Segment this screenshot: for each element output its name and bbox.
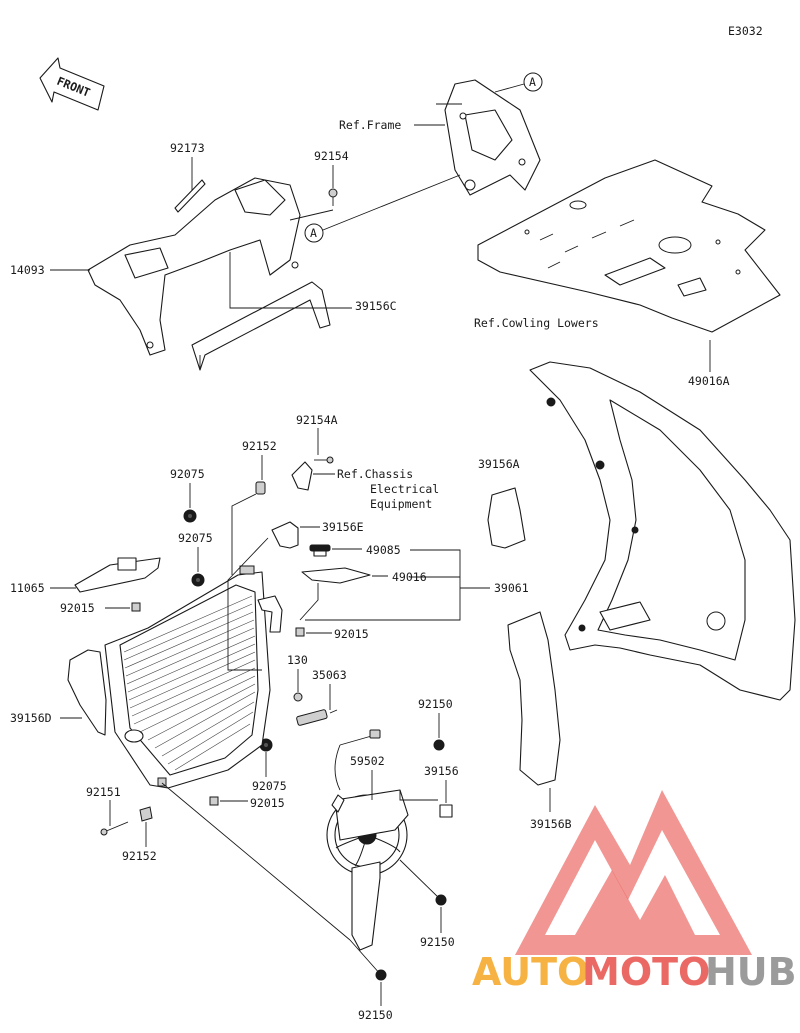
- part-39061-label: 39061: [494, 581, 529, 595]
- part-14093-label: 14093: [10, 263, 45, 277]
- part-92152-bottom-leader: [145, 782, 351, 941]
- cap-49085: [309, 544, 331, 557]
- front-arrow-icon: FRONT: [39, 57, 105, 111]
- part-39156E-label: 39156E: [322, 520, 364, 534]
- part-39156A-label: 39156A: [478, 457, 520, 471]
- part-39156-leader: [399, 780, 447, 803]
- part-39156C-leader: [229, 252, 352, 309]
- part-39156D-label: 39156D: [10, 711, 52, 725]
- pad-39156: [439, 804, 453, 818]
- cooling-fan-59502: [326, 729, 409, 951]
- automotohub-watermark-logo: AUTO MOTO HUB: [472, 790, 797, 994]
- bracket-group-39061-leader: [227, 537, 490, 671]
- clip-92015-b: [295, 627, 305, 637]
- pad-39156A: [487, 487, 526, 549]
- part-92154A-label: 92154A: [296, 413, 338, 427]
- part-59502-label: 59502: [350, 754, 385, 768]
- collar-92152-top: [255, 481, 266, 495]
- under-cover-49016A: [477, 159, 781, 333]
- radiator-assembly: [104, 565, 283, 789]
- part-39156-label: 39156: [424, 764, 459, 778]
- part-92173-label: 92173: [170, 141, 205, 155]
- part-92152-top-leader: [231, 455, 263, 575]
- clip-92015-a: [131, 602, 141, 612]
- part-130-label: 130: [287, 653, 308, 667]
- chassis-bracket: [291, 461, 313, 491]
- bolt-92151: [100, 821, 129, 836]
- ref-marker-a-left: A: [304, 174, 461, 243]
- collar-92152-bottom: [139, 806, 153, 822]
- connector-35063: [296, 709, 338, 726]
- ref-chassis-label-1: Ref.Chassis: [337, 467, 413, 481]
- duct-bracket-14093: [87, 177, 301, 356]
- bolt-92154A: [314, 456, 334, 464]
- ref-cowling-lowers-label: Ref.Cowling Lowers: [474, 316, 599, 330]
- part-92015-c-label: 92015: [250, 796, 285, 810]
- gasket-49016: [301, 567, 371, 584]
- part-39156B-label: 39156B: [530, 817, 572, 831]
- part-92015-a-label: 92015: [60, 601, 95, 615]
- frame-bracket: [436, 79, 541, 196]
- part-92075-b-label: 92075: [178, 531, 213, 545]
- part-49016-label: 49016: [392, 570, 427, 584]
- watermark-auto: AUTO: [472, 950, 589, 994]
- grommet-92075-a: [183, 509, 197, 523]
- part-92150-c-leader: [349, 939, 382, 1006]
- part-92150-a-label: 92150: [418, 697, 453, 711]
- part-11065-label: 11065: [10, 581, 45, 595]
- bolt-130: [293, 692, 303, 702]
- pad-39156E: [271, 521, 299, 549]
- part-92154-leader: [289, 165, 334, 221]
- radiator-core-fins: [123, 595, 256, 771]
- part-92151-label: 92151: [86, 785, 121, 799]
- side-pad-39156D: [67, 649, 107, 736]
- shroud-11065: [74, 557, 161, 593]
- ref-marker-a-top: A: [494, 72, 543, 93]
- part-49016A-label: 49016A: [688, 374, 730, 388]
- cowling-lower: [529, 361, 796, 701]
- part-92152-top-label: 92152: [242, 439, 277, 453]
- grommet-92075-b: [191, 573, 205, 587]
- watermark-hub: HUB: [705, 950, 797, 994]
- part-49085-label: 49085: [366, 543, 401, 557]
- part-92150-b-label: 92150: [420, 935, 455, 949]
- part-92152-bottom-label: 92152: [122, 849, 157, 863]
- ref-marker-a-top-text: A: [529, 75, 536, 89]
- pad-39156B: [507, 611, 561, 786]
- pad-39156C: [191, 281, 331, 371]
- watermark-moto: MOTO: [582, 950, 710, 994]
- part-39156C-label: 39156C: [355, 299, 397, 313]
- diagram-code: E3032: [728, 24, 763, 38]
- ref-frame-label: Ref.Frame: [339, 118, 401, 132]
- pin-92173: [174, 179, 206, 213]
- part-92154-label: 92154: [314, 149, 349, 163]
- part-92150-c-label: 92150: [358, 1008, 393, 1022]
- nut-92150-a: [433, 739, 445, 751]
- ref-chassis-label-2: Electrical: [370, 482, 439, 496]
- part-92075-c-label: 92075: [252, 779, 287, 793]
- part-49016-leader: [299, 575, 388, 621]
- part-92150-b-leader: [399, 859, 442, 933]
- part-35063-label: 35063: [312, 668, 347, 682]
- ref-chassis-label-3: Equipment: [370, 497, 432, 511]
- part-92075-a-label: 92075: [170, 467, 205, 481]
- ref-marker-a-left-text: A: [310, 226, 317, 240]
- bolt-92154: [328, 188, 338, 206]
- clip-92015-c: [209, 796, 219, 806]
- part-92015-b-label: 92015: [334, 627, 369, 641]
